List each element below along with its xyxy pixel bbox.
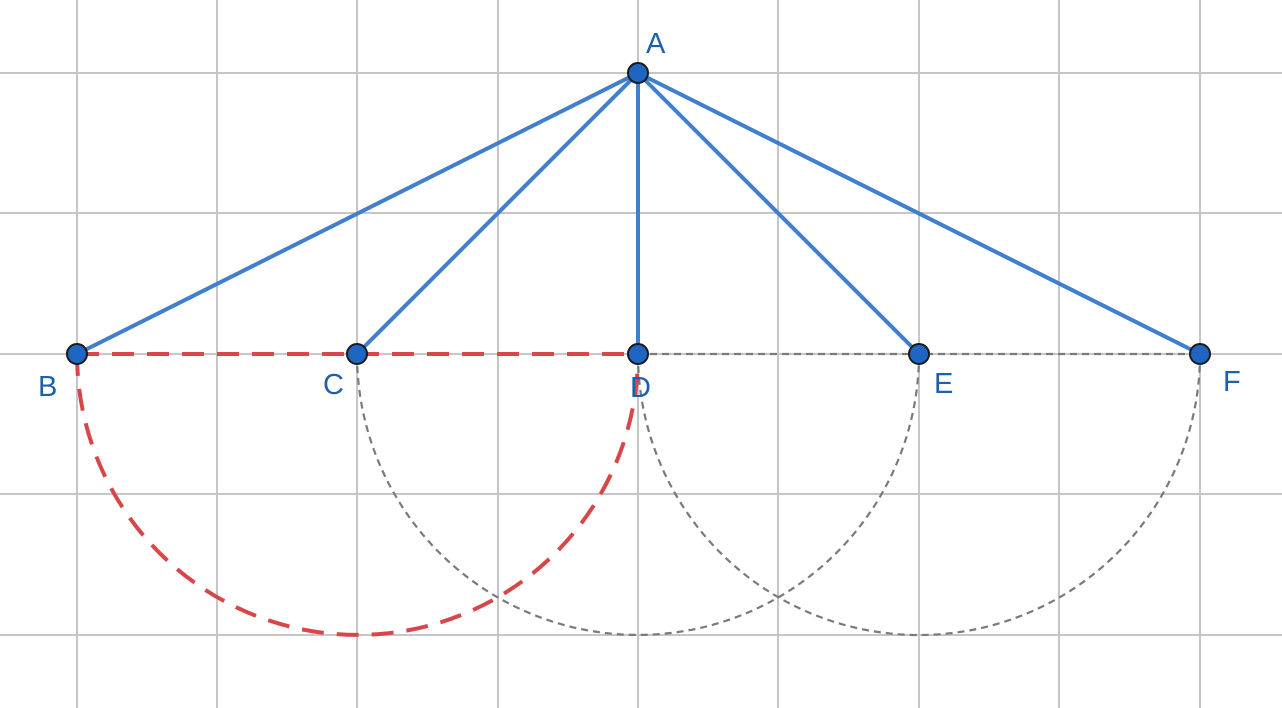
point-label-f: F <box>1223 366 1241 398</box>
semicircle-c-e <box>355 353 921 637</box>
point-label-e: E <box>934 368 953 400</box>
point-label-c: C <box>323 369 344 401</box>
segment-a-b <box>75 71 640 356</box>
points-layer <box>66 62 1211 365</box>
point-a[interactable] <box>627 62 649 84</box>
point-label-b: B <box>38 371 57 403</box>
point-d[interactable] <box>627 343 649 365</box>
semicircle-b-d <box>75 353 640 637</box>
labels-layer: A B C D E F <box>38 28 1241 404</box>
point-e[interactable] <box>908 343 930 365</box>
point-c[interactable] <box>346 343 368 365</box>
segment-a-e <box>636 71 921 356</box>
semicircle-d-f <box>636 353 1202 637</box>
point-label-d: D <box>630 372 651 404</box>
segment-a-f <box>636 71 1202 356</box>
point-b[interactable] <box>66 343 88 365</box>
segment-a-c <box>355 71 640 356</box>
point-f[interactable] <box>1189 343 1211 365</box>
point-label-a: A <box>646 28 666 60</box>
segments-layer <box>75 71 1202 356</box>
